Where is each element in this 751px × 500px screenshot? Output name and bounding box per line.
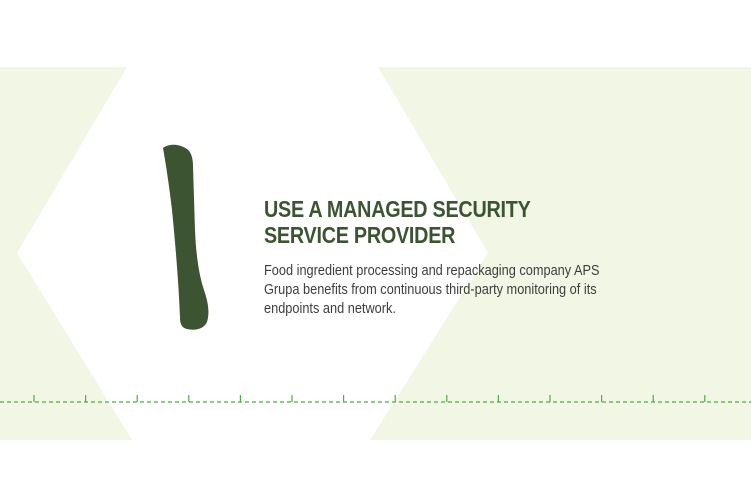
content-block: USE A MANAGED SECURITY SERVICE PROVIDER … [264,196,624,319]
timeline-ruler [0,392,751,406]
numeral-one-path [163,144,209,330]
slide-description: Food ingredient processing and repackagi… [264,263,600,317]
light-green-band [0,67,751,440]
numeral-one-svg [163,144,209,330]
white-hexagon [17,67,488,440]
slide-title-line-1: USE A MANAGED SECURITY [264,196,531,222]
ruler-svg [0,395,751,403]
slide-title: USE A MANAGED SECURITY SERVICE PROVIDER [264,196,531,248]
band-graphic [0,67,751,440]
slide-title-line-2: SERVICE PROVIDER [264,222,456,248]
numeral-one-shape-icon [150,140,220,335]
